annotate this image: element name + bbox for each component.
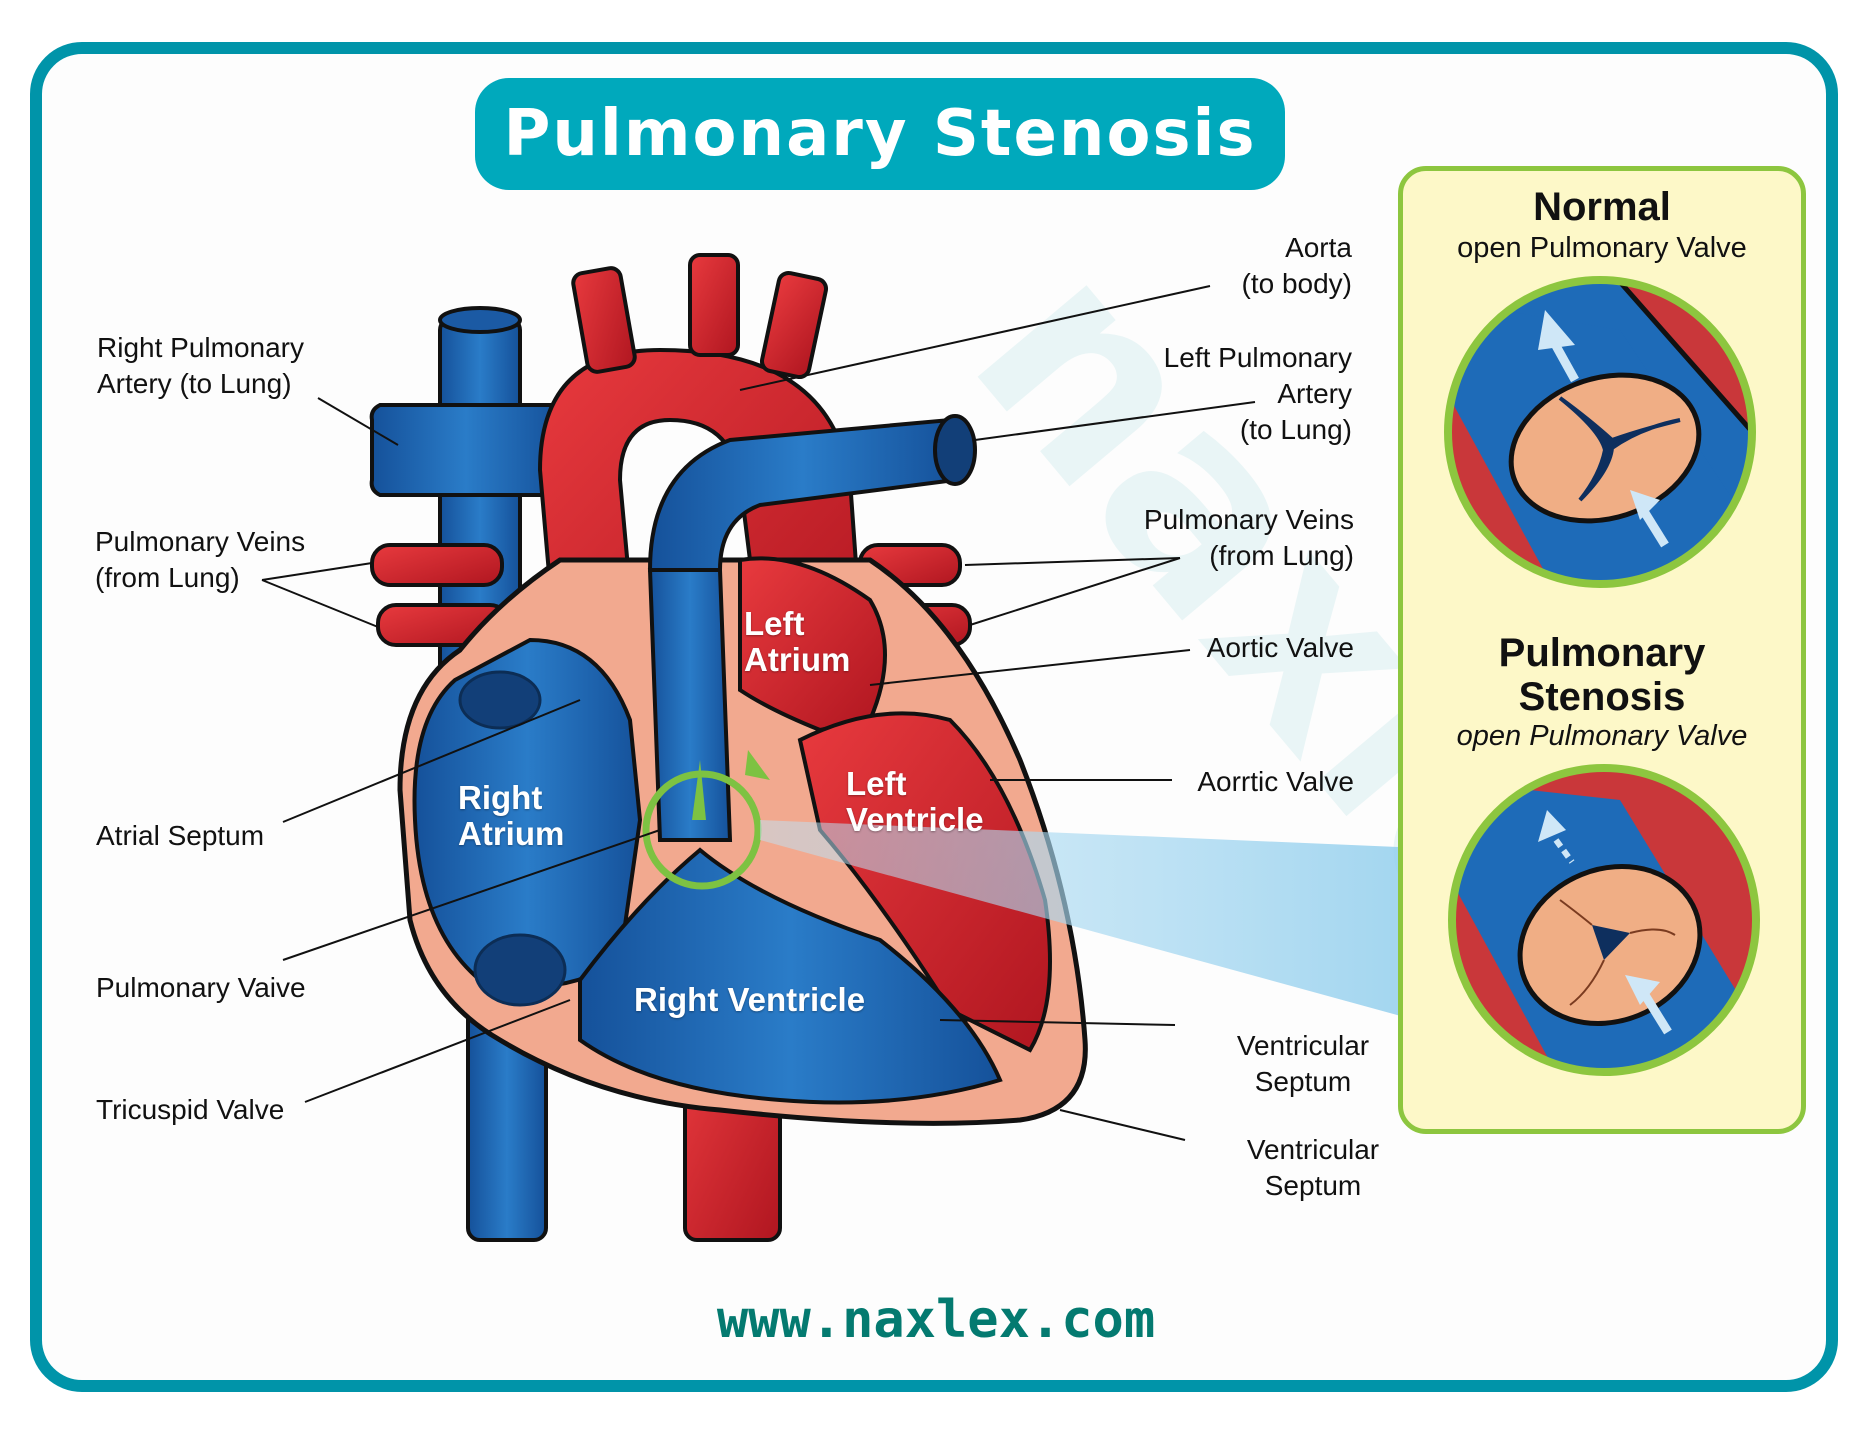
flow-arrow-icon xyxy=(692,760,706,820)
label-aortic-valve: Aortic Valve xyxy=(1206,632,1354,663)
footer-url[interactable]: www.naxlex.com xyxy=(716,1290,1156,1350)
weak-flow-arrow-icon xyxy=(1538,810,1566,842)
stenosis-subheading: open Pulmonary Valve xyxy=(1456,720,1748,752)
narrowed-valve-opening xyxy=(1592,925,1630,960)
label-left-pulmonary-artery: Left Pulmonary Artery (to Lung) xyxy=(1163,342,1352,445)
label-aorta: Aorta (to body) xyxy=(1241,232,1353,299)
stenosis-heading: Pulmonary Stenosis xyxy=(1498,631,1706,719)
label-ventricular-septum-2: Ventricular Septum xyxy=(1246,1134,1380,1201)
flow-arrow-icon xyxy=(1625,975,1660,1005)
page-title: Pulmonary Stenosis xyxy=(503,97,1257,171)
flow-arrow-icon-2 xyxy=(745,750,770,780)
label-right-pulmonary-artery: Right Pulmonary Artery (to Lung) xyxy=(97,332,304,399)
label-pulmonary-veins-left: Pulmonary Veins (from Lung) xyxy=(95,526,306,593)
normal-heading: Normal xyxy=(1533,185,1671,229)
chamber-left-ventricle: Left Ventricle xyxy=(846,765,984,838)
label-aorrtic-valve: Aorrtic Valve xyxy=(1197,766,1354,797)
label-pulmonary-valve: Pulmonary Vaive xyxy=(96,972,306,1003)
chamber-left-atrium: Left Atrium xyxy=(744,605,851,678)
chamber-right-atrium: Right Atrium xyxy=(458,779,565,852)
normal-subheading: open Pulmonary Valve xyxy=(1457,232,1747,264)
normal-valve-inset xyxy=(1444,276,1756,588)
label-tricuspid-valve: Tricuspid Valve xyxy=(96,1094,285,1125)
title-banner: Pulmonary Stenosis xyxy=(475,78,1285,190)
valve-leaflets-open xyxy=(1558,396,1681,502)
heart-body xyxy=(397,414,1088,1126)
stenosis-valve-inset xyxy=(1448,764,1760,1076)
label-ventricular-septum-1: Ventricular Septum xyxy=(1236,1030,1370,1097)
zoom-callout-beam xyxy=(760,820,1470,1035)
label-atrial-septum: Atrial Septum xyxy=(96,820,265,851)
leader-lines xyxy=(261,285,1256,1141)
flow-arrow-icon xyxy=(1630,490,1660,520)
label-pulmonary-veins-right: Pulmonary Veins (from Lung) xyxy=(1143,504,1354,571)
valve-highlight-circle xyxy=(642,770,762,890)
chamber-right-ventricle: Right Ventricle xyxy=(634,981,866,1018)
flow-arrow-icon xyxy=(1538,310,1575,350)
